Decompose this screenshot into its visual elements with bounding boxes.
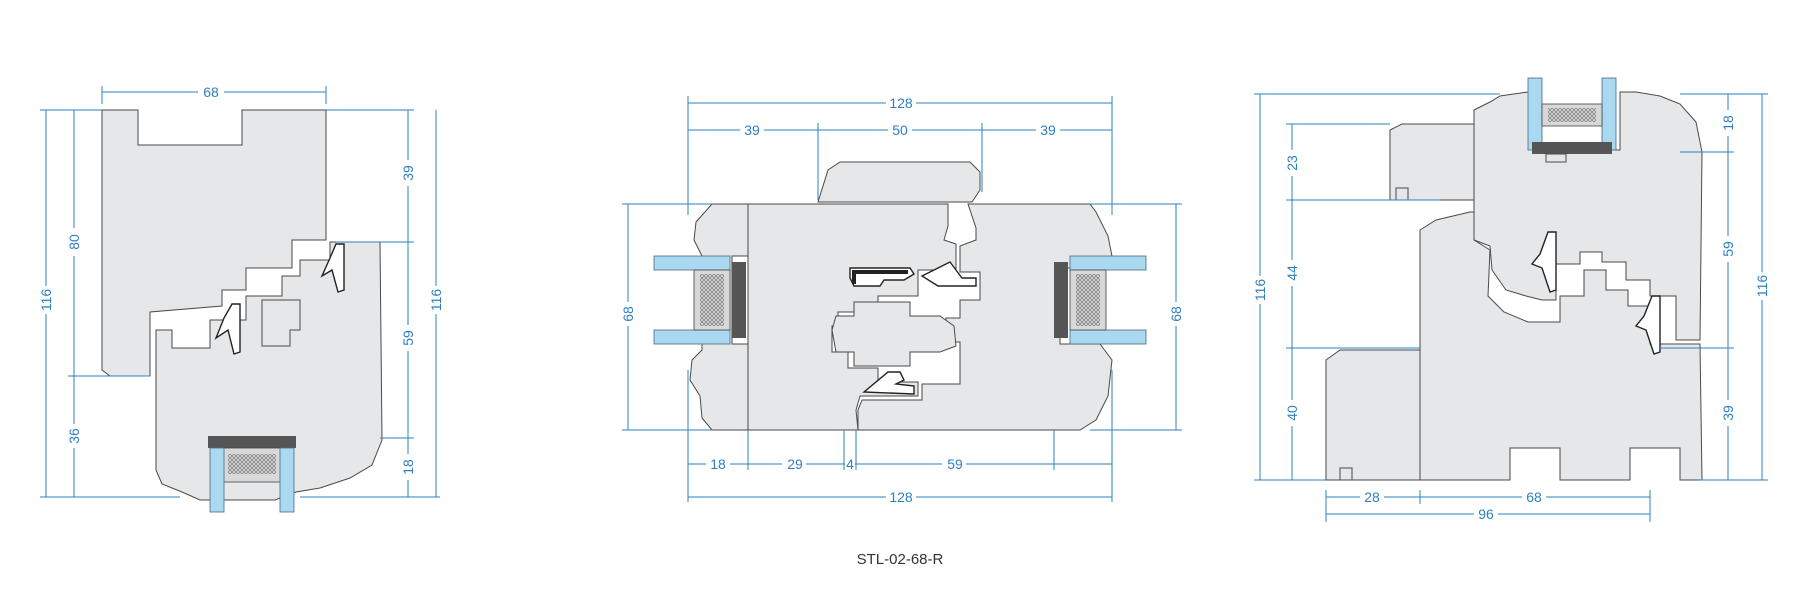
left-glass-pane-1: [209, 447, 225, 513]
right-seal-strip: [1532, 142, 1612, 154]
left-dim-80: 80: [66, 234, 82, 250]
right-dim-39: 39: [1720, 405, 1736, 421]
middle-sash-left: [747, 203, 957, 431]
left-dim-39: 39: [400, 165, 416, 181]
right-section: 116 23 44 40 18 59 39 116 28 68: [1252, 77, 1770, 522]
right-gasket-lower: [1634, 295, 1661, 355]
middle-dim-68-left: 68: [620, 306, 636, 322]
middle-section: [653, 161, 1147, 431]
left-gasket-upper: [320, 243, 345, 293]
middle-top-cover: [817, 161, 981, 203]
left-seal-strip: [208, 436, 296, 448]
middle-dim-59: 59: [947, 456, 963, 472]
right-dim-59: 59: [1720, 241, 1736, 257]
right-clip: [1545, 153, 1567, 163]
right-frame-profile: [1419, 211, 1703, 481]
left-desiccant: [228, 454, 276, 474]
right-dim-68: 68: [1526, 489, 1542, 505]
right-dim-23: 23: [1284, 155, 1300, 171]
middle-left-desiccant: [700, 274, 724, 326]
middle-right-glass-top: [1069, 255, 1147, 271]
left-dim-59: 59: [400, 330, 416, 346]
drawing-code-label: STL-02-68-R: [856, 551, 944, 568]
left-dim-116-outer: 116: [38, 289, 54, 312]
left-section: 68 116 80 36 39 59 18 116: [38, 84, 444, 513]
middle-dim-128-bottom: 128: [889, 489, 913, 505]
middle-left-glass-top: [653, 255, 731, 271]
left-dim-18: 18: [400, 459, 416, 475]
right-dim-44: 44: [1284, 265, 1300, 281]
right-desiccant: [1548, 108, 1596, 122]
right-dim-116-right: 116: [1754, 275, 1770, 298]
middle-dim-39-right: 39: [1040, 122, 1056, 138]
middle-dim-18: 18: [710, 456, 726, 472]
middle-inner-hole: [831, 301, 957, 367]
middle-dim-68-right: 68: [1168, 306, 1184, 322]
right-dim-96: 96: [1478, 506, 1494, 522]
middle-right-seal: [1054, 262, 1068, 338]
middle-dim-39-left: 39: [744, 122, 760, 138]
left-dim-36: 36: [66, 428, 82, 444]
right-dim-18: 18: [1720, 115, 1736, 131]
left-gasket-lower: [214, 303, 241, 355]
left-dim-68: 68: [203, 84, 219, 100]
right-dim-28: 28: [1364, 489, 1380, 505]
left-glass-pane-2: [279, 447, 295, 513]
right-bottom-left-profile: [1325, 349, 1421, 481]
left-frame-groove: [261, 299, 301, 347]
left-frame-profile: [155, 241, 383, 501]
middle-dim-50: 50: [892, 122, 908, 138]
right-notch-bottom: [1339, 467, 1353, 481]
middle-gasket-top-right: [920, 261, 977, 287]
right-gasket-upper: [1530, 231, 1557, 293]
middle-right-glass-bottom: [1069, 329, 1147, 345]
middle-dimensions: 128 39 50 39 68 68 18 29 4 59: [620, 94, 1184, 505]
right-glass-pane-2: [1601, 77, 1617, 151]
middle-left-seal: [732, 262, 746, 338]
right-notch-top: [1395, 187, 1409, 201]
middle-gasket-bottom: [862, 371, 915, 395]
middle-right-desiccant: [1076, 274, 1100, 326]
right-glass-pane-1: [1527, 77, 1543, 151]
middle-left-glass-bottom: [653, 329, 731, 345]
right-dim-40: 40: [1284, 405, 1300, 421]
middle-dim-4: 4: [846, 456, 854, 472]
middle-dim-128-top: 128: [889, 95, 913, 111]
right-dim-116-left: 116: [1252, 279, 1268, 302]
left-dim-116-inner: 116: [428, 289, 444, 312]
middle-dim-29: 29: [787, 456, 803, 472]
